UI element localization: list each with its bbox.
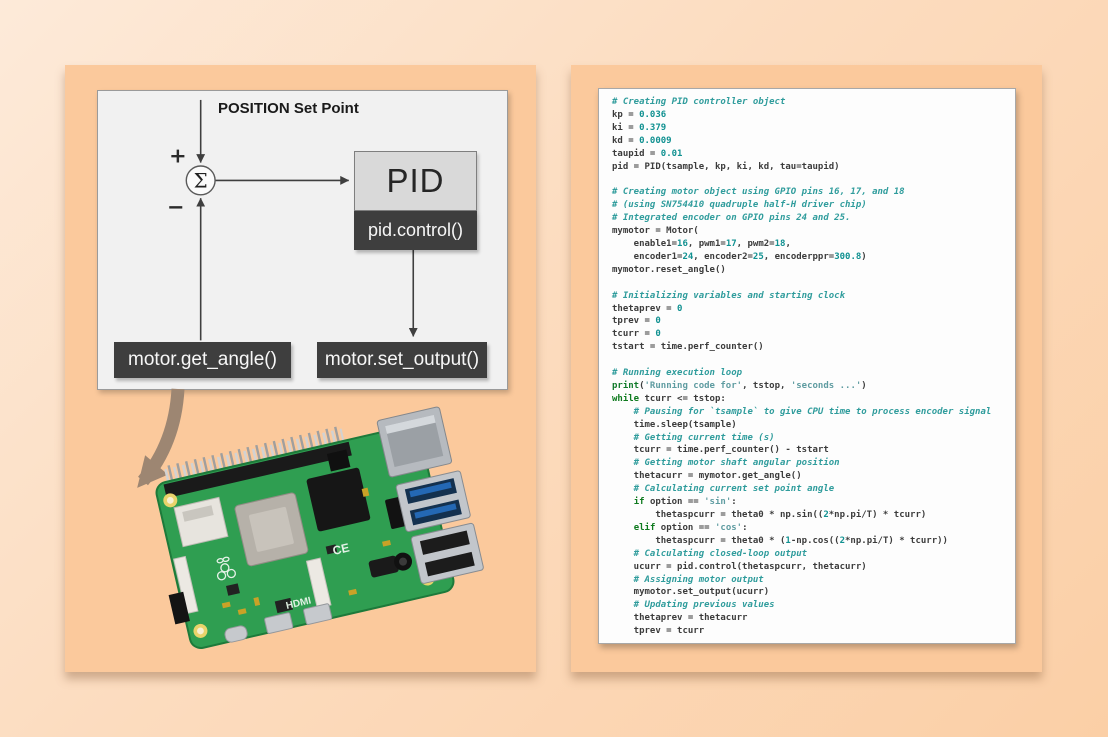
code-line: thetaprev = thetacurr [612,613,748,624]
small-chip [326,449,351,472]
usb3-ports [395,470,471,532]
code-line: mymotor = Motor( [612,226,699,237]
code-line: if option == 'sin': [633,497,737,508]
code-line: # Creating PID controller object [612,97,786,107]
code-line: # (using SN754410 quadruple half-H drive… [612,200,867,211]
code-line: time.sleep(tsample) [612,419,737,430]
code-line: # Pausing for `tsample` to give CPU time… [612,406,992,417]
pointer-arrow [137,388,185,488]
soc-cap [249,506,294,552]
code-line: mymotor.set_output(ucurr) [612,587,770,598]
raspberry-pi-board: CE HDMI [155,406,484,649]
code-line: tstart = time.perf_counter() [612,342,764,353]
pid-block-diagram: Σ + − POSITION Set Point PID pid.control… [97,90,508,390]
code-line: # Getting motor shaft angular position [612,458,840,469]
code-line: tcurr = 0 [612,329,661,340]
diagram-connectors: Σ + − [167,99,418,341]
code-line: mymotor.reset_angle() [612,264,726,275]
micro-hdmi-port-0 [264,612,294,634]
pid-control-label: pid.control() [354,211,477,250]
code-line: thetaspcurr = theta0 * (1-np.cos((2*np.p… [612,535,948,546]
small-ics [226,544,338,614]
usb2-ports [410,522,484,584]
code-line [612,277,1015,290]
wifi-shield-detail [182,505,214,522]
microsd-slot [168,591,190,625]
code-line: tprev = 0 [612,316,661,327]
micro-hdmi-port-1 [303,603,333,625]
code-line: # Running execution loop [612,368,743,379]
code-panel: # Creating PID controller object kp = 0.0… [571,65,1042,672]
code-box: # Creating PID controller object kp = 0.0… [598,88,1016,644]
code-line [612,354,1015,367]
code-line: kp = 0.036 [612,109,667,120]
code-line: # Calculating closed-loop output [612,548,808,559]
motor-get-angle-block: motor.get_angle() [114,342,291,378]
ce-mark: CE [331,541,350,558]
code-line: pid = PID(tsample, kp, ki, kd, tau=taupi… [612,161,840,172]
passive-components [221,487,391,615]
code-line: # Calculating current set point angle [612,484,835,495]
code-line: enable1=16, pwm1=17, pwm2=18, [612,238,791,249]
code-area: # Creating PID controller object kp = 0.0… [612,96,1015,638]
diagram-panel: Σ + − POSITION Set Point PID pid.control… [65,65,536,672]
code-line: tcurr = time.perf_counter() - tstart [612,445,829,456]
gpio-pins-front-icon [164,428,346,487]
code-line: # Creating motor object using GPIO pins … [612,187,905,198]
usb-c-port [224,625,248,643]
code-line: encoder1=24, encoder2=25, encoderppr=300… [612,251,867,262]
raspberry-pi-illustration: CE HDMI [137,388,484,649]
code-line: thetaspcurr = theta0 * np.sin((2*np.pi/T… [612,510,927,520]
ram-chip [306,467,371,532]
code-line: ki = 0.379 [612,122,667,133]
code-line: elif option == 'cos': [633,522,748,533]
code-line: ucurr = pid.control(thetaspcurr, thetacu… [612,561,867,572]
display-connector [173,555,199,615]
code-line: # Integrated encoder on GPIO pins 24 and… [612,213,851,224]
pid-block: PID [354,151,477,211]
code-line: # Assigning motor output [612,574,764,585]
code-line: # Updating previous values [612,600,775,611]
ethernet-port [376,406,453,478]
plus-sign: + [169,144,186,168]
motor-set-output-block: motor.set_output() [317,342,487,378]
summing-junction [185,165,216,196]
code-line: while tcurr <= tstop: [612,393,726,404]
audio-jack [368,552,413,578]
gpio-header [163,441,352,499]
minus-sign: − [167,195,184,219]
code-line: tprev = tcurr [612,626,705,637]
code-line: kd = 0.0009 [612,135,672,146]
code-line: # Initializing variables and starting cl… [612,290,845,301]
raspberry-logo-icon [216,556,236,581]
wifi-module [173,496,229,548]
code-line [612,173,1015,186]
code-line: # Getting current time (s) [612,432,775,443]
code-line: thetacurr = mymotor.get_angle() [612,471,802,482]
code-line: thetaprev = 0 [612,303,683,314]
code-line: taupid = 0.01 [612,148,683,159]
code-line: print('Running code for', tstop, 'second… [612,380,867,391]
position-setpoint-label: POSITION Set Point [218,100,359,117]
sigma-symbol: Σ [194,169,208,192]
